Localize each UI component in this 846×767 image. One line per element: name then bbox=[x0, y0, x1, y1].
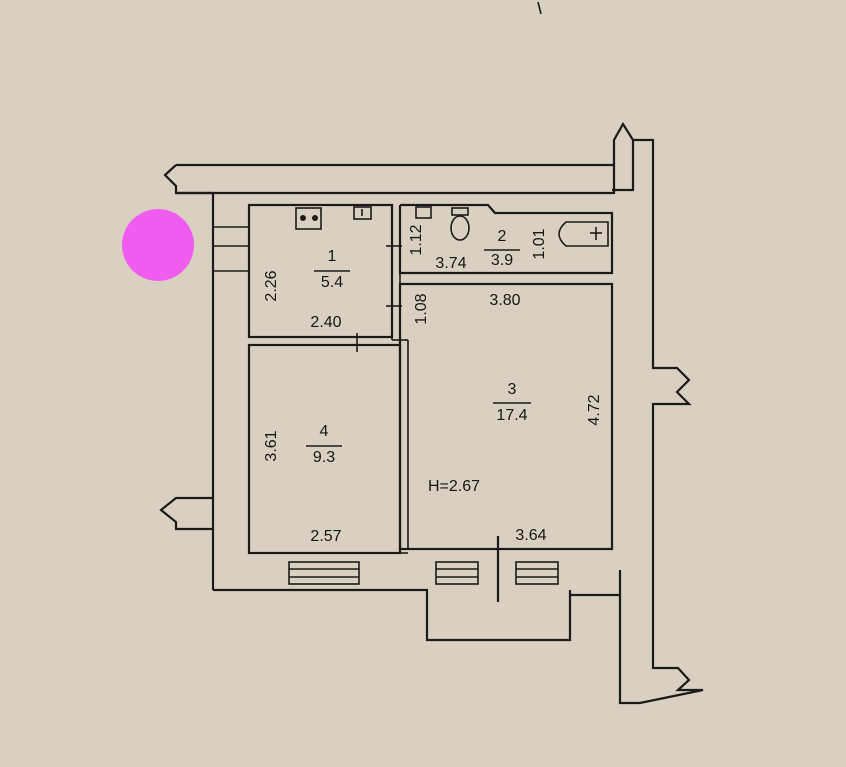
dim-room4-width: 2.57 bbox=[310, 528, 341, 545]
room-3-area: 17.4 bbox=[496, 407, 527, 424]
window-icon bbox=[213, 226, 249, 272]
room-2-area: 3.9 bbox=[491, 252, 513, 269]
dim-room3-passage: 1.08 bbox=[413, 293, 430, 324]
dim-bath-height: 1.01 bbox=[531, 228, 548, 259]
stove-icon bbox=[295, 207, 322, 230]
room-1-area: 5.4 bbox=[321, 274, 343, 291]
room-4-number: 4 bbox=[320, 423, 329, 440]
inner-walls bbox=[247, 203, 614, 555]
dim-room1-height: 2.26 bbox=[263, 270, 280, 301]
ceiling-height: H=2.67 bbox=[428, 478, 480, 495]
dim-bath-length: 3.74 bbox=[435, 255, 466, 272]
dim-corridor-width: 1.12 bbox=[408, 224, 425, 255]
door-marks bbox=[356, 245, 402, 352]
room-2-number: 2 bbox=[498, 228, 507, 245]
pink-marker-dot bbox=[122, 209, 194, 281]
dim-room1-width: 2.40 bbox=[310, 314, 341, 331]
room-1-number: 1 bbox=[328, 248, 337, 265]
room-3-number: 3 bbox=[508, 381, 517, 398]
bathtub-icon bbox=[558, 221, 609, 247]
dim-room3-top: 3.80 bbox=[489, 292, 520, 309]
dim-room3-height: 4.72 bbox=[586, 394, 603, 425]
toilet-icon bbox=[450, 207, 470, 241]
room-4-outline bbox=[247, 343, 402, 555]
room-labels: 1 5.4 2 3.9 3 17.4 4 9.3 bbox=[306, 228, 531, 466]
dim-room3-bottom: 3.64 bbox=[515, 527, 546, 544]
dim-room4-height: 3.61 bbox=[263, 430, 280, 461]
window-icon bbox=[288, 536, 559, 602]
room-4-area: 9.3 bbox=[313, 449, 335, 466]
dimension-labels: 2.40 2.26 1.12 3.74 1.01 3.80 1.08 4.72 … bbox=[263, 224, 603, 545]
outer-wall bbox=[159, 121, 704, 705]
sink-icon bbox=[353, 206, 432, 220]
